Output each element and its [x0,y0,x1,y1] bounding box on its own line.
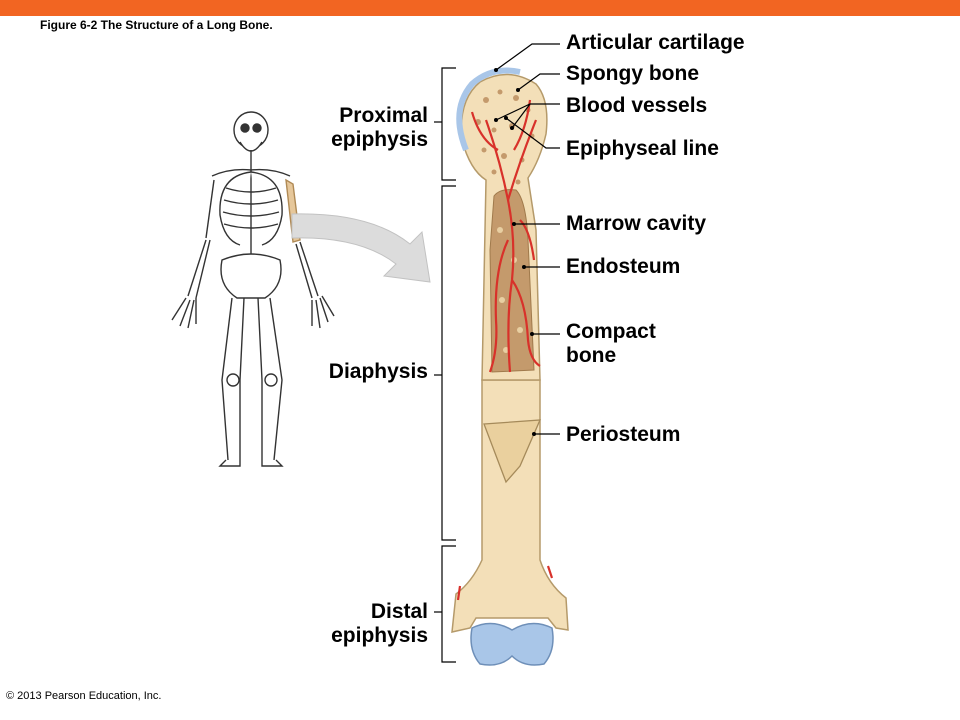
periosteum-label: Periosteum [566,423,681,446]
spongy-bone-label: Spongy bone [566,62,699,85]
skeleton-illustration [171,111,335,467]
proximal-epiphysis-label: Proximal epiphysis [331,104,428,152]
pointer-arrow [291,213,431,283]
compact-bone-label: Compact bone [566,320,656,368]
copyright-notice: © 2013 Pearson Education, Inc. [6,690,162,702]
distal-cartilage [470,622,554,666]
compact-bone-line1: Compact [566,320,656,343]
marrow-cavity-label: Marrow cavity [566,212,707,235]
leader-lines [495,43,560,435]
articular-cartilage-label: Articular cartilage [566,31,745,54]
diaphysis-label: Diaphysis [328,360,428,383]
long-bone [451,67,569,666]
proximal-label-line1: Proximal [339,104,428,127]
proximal-label-line2: epiphysis [331,128,428,151]
endosteum-label: Endosteum [566,255,681,278]
distal-epiphysis-label: Distal epiphysis [331,600,428,648]
distal-label-line1: Distal [370,600,428,623]
compact-bone-line2: bone [566,344,617,367]
epiphyseal-line-label: Epiphyseal line [566,137,719,160]
blood-vessels-network [470,99,541,373]
blood-vessels-label: Blood vessels [566,94,708,117]
articular-cartilage-cap [456,67,521,152]
periosteum-flap [483,419,542,484]
region-brackets [434,67,456,663]
header-accent-bar [0,0,960,16]
distal-label-line2: epiphysis [331,624,428,647]
figure-title: Figure 6-2 The Structure of a Long Bone. [40,18,273,32]
